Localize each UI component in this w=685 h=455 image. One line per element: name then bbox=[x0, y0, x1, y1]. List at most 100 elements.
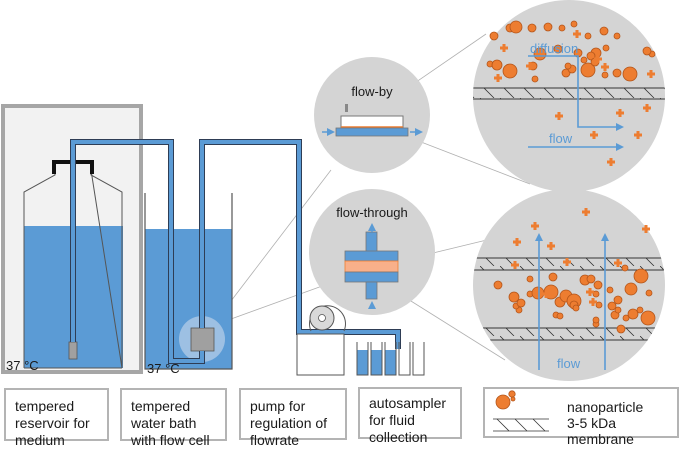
legend-label-membrane: 3-5 kDa membrane bbox=[567, 415, 634, 447]
pump bbox=[296, 305, 346, 376]
caption-line: for fluid bbox=[369, 412, 415, 428]
nanoparticle bbox=[586, 274, 596, 284]
caption-line: water bath bbox=[131, 415, 197, 431]
caption-line: collection bbox=[369, 429, 428, 445]
sample-tube bbox=[370, 342, 383, 376]
small-molecule-plus bbox=[643, 104, 651, 112]
small-molecule-plus bbox=[526, 62, 534, 70]
small-molecule-plus bbox=[531, 222, 539, 230]
bath-outline bbox=[144, 193, 233, 370]
small-molecule-plus bbox=[542, 290, 550, 298]
autosampler bbox=[356, 342, 425, 376]
particles-layer bbox=[486, 20, 656, 166]
magnified-flow-through: flow bbox=[473, 189, 665, 381]
nanoparticle bbox=[553, 44, 563, 54]
tempered-water-bath: 37 °C bbox=[144, 193, 233, 376]
caption-line: tempered bbox=[131, 398, 191, 414]
nanoparticle bbox=[580, 56, 588, 64]
nanoparticle bbox=[543, 22, 553, 32]
tempered-reservoir: 37 °C bbox=[1, 104, 143, 374]
small-molecule-plus bbox=[601, 63, 609, 71]
nanoparticle bbox=[527, 23, 537, 33]
small-molecule-plus bbox=[614, 259, 622, 267]
membrane-icon bbox=[493, 418, 549, 432]
small-molecule-plus bbox=[547, 242, 555, 250]
particles-layer bbox=[493, 208, 656, 334]
legend: nanoparticle 3-5 kDa membrane bbox=[483, 387, 679, 447]
small-molecule-plus bbox=[586, 288, 594, 296]
small-molecule-plus bbox=[513, 238, 521, 246]
flow-by-inset: flow-by bbox=[314, 57, 430, 173]
nanoparticle bbox=[645, 289, 653, 297]
small-molecule-plus bbox=[607, 158, 615, 166]
nanoparticle bbox=[602, 44, 610, 52]
caption-line: pump for bbox=[250, 398, 306, 414]
nanoparticle bbox=[613, 32, 621, 40]
small-molecule-plus bbox=[589, 298, 597, 306]
caption-line: autosampler bbox=[369, 395, 447, 411]
caption-line: with flow cell bbox=[131, 432, 210, 448]
diffusion-label: diffusion bbox=[530, 41, 578, 56]
small-molecule-plus bbox=[511, 261, 519, 269]
nanoparticle bbox=[622, 66, 638, 82]
nanoparticle bbox=[516, 298, 526, 308]
small-molecule-plus bbox=[563, 258, 571, 266]
flow-through-title: flow-through bbox=[336, 205, 408, 220]
reservoir-temperature: 37 °C bbox=[6, 358, 39, 373]
flow-through-inset: flow-through bbox=[309, 189, 435, 315]
nanoparticle bbox=[526, 275, 534, 283]
nanoparticle bbox=[580, 62, 596, 78]
caption-line: regulation of bbox=[250, 415, 328, 431]
nanoparticle bbox=[533, 47, 547, 61]
sample-tube bbox=[384, 342, 397, 376]
nanoparticle bbox=[558, 24, 566, 32]
nanoparticle bbox=[592, 290, 600, 298]
nanoparticle bbox=[493, 280, 503, 290]
caption-line: tempered bbox=[15, 398, 75, 414]
nanoparticle bbox=[556, 312, 564, 320]
magnified-flow-by: diffusion flow bbox=[473, 0, 665, 192]
nanoparticle bbox=[636, 306, 644, 314]
small-molecule-plus bbox=[582, 208, 590, 216]
bath-temperature: 37 °C bbox=[147, 361, 180, 376]
caption-autosampler: autosampler for fluid collection bbox=[358, 387, 462, 445]
nanoparticle bbox=[509, 20, 523, 34]
tubing bbox=[70, 139, 401, 364]
nanoparticle bbox=[627, 308, 639, 320]
nanoparticle bbox=[531, 75, 539, 83]
nanoparticle bbox=[592, 316, 600, 324]
nanoparticle bbox=[593, 280, 603, 290]
sample-tube bbox=[398, 342, 411, 376]
nanoparticle bbox=[601, 71, 609, 79]
nanoparticle bbox=[616, 324, 626, 334]
nanoparticle bbox=[561, 68, 571, 78]
nanoparticle bbox=[502, 63, 518, 79]
nanoparticle bbox=[570, 20, 578, 28]
sample-tube bbox=[412, 342, 425, 376]
nanoparticle bbox=[622, 314, 630, 322]
caption-reservoir: tempered reservoir for medium bbox=[4, 388, 109, 448]
nanoparticle bbox=[642, 46, 652, 56]
small-molecule-plus bbox=[647, 70, 655, 78]
sample-tube bbox=[356, 342, 369, 376]
caption-line: flowrate bbox=[250, 432, 300, 448]
diffusion-arrow bbox=[528, 55, 624, 131]
nanoparticle bbox=[508, 291, 520, 303]
flow-label-bottom: flow bbox=[557, 356, 581, 371]
nanoparticle bbox=[491, 59, 503, 71]
nanoparticle bbox=[607, 301, 617, 311]
small-molecule-plus bbox=[494, 74, 502, 82]
caption-pump: pump for regulation of flowrate bbox=[239, 388, 347, 448]
small-molecule-plus bbox=[573, 30, 581, 38]
nanoparticle bbox=[621, 264, 629, 272]
nanoparticle bbox=[606, 286, 614, 294]
nanoparticle bbox=[624, 282, 638, 296]
nanoparticle bbox=[595, 301, 603, 309]
nanoparticle bbox=[584, 32, 592, 40]
flow-cell bbox=[190, 327, 215, 352]
nanoparticle bbox=[599, 26, 609, 36]
small-molecule-plus bbox=[616, 109, 624, 117]
nanoparticle bbox=[633, 268, 649, 284]
nanoparticle-icon bbox=[495, 394, 511, 410]
